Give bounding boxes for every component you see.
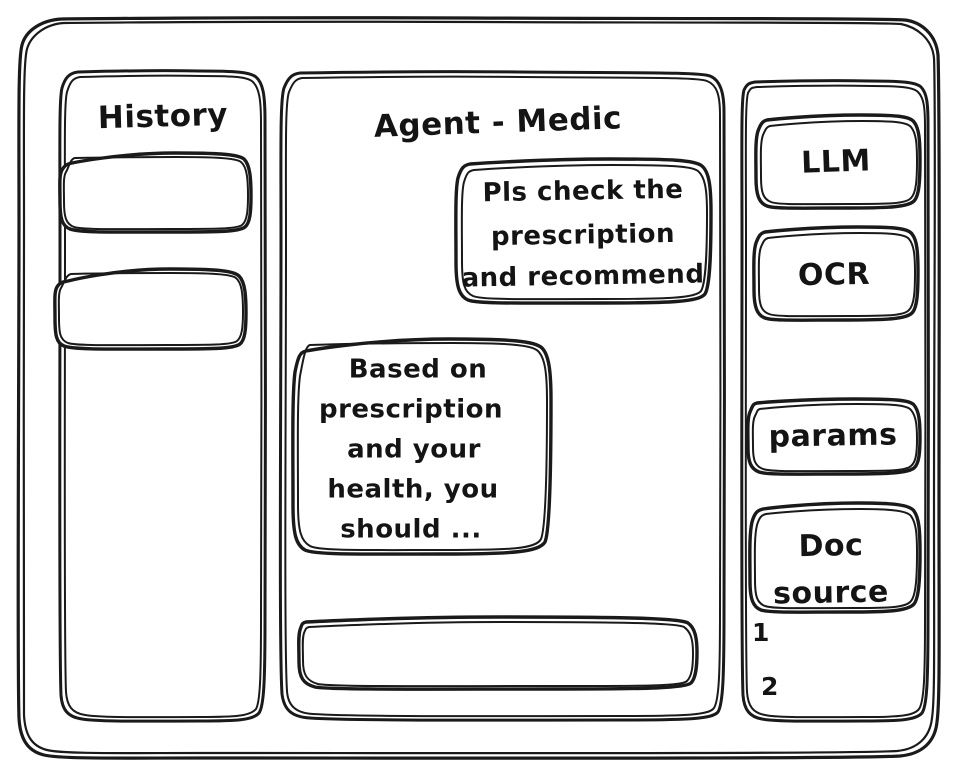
message-bubble-user-line-3: and recommend [461,259,704,293]
tool-card-ocr[interactable]: OCR [752,225,920,322]
doc-source-list: 1 2 [752,618,779,701]
main-panel: Agent - Medic Pls check the prescription… [278,70,726,722]
tool-card-doc-source[interactable]: Doc source [748,501,922,614]
tool-card-llm-label: LLM [801,143,872,180]
message-bubble-user-line-1: Pls check the [482,175,683,209]
tool-card-params[interactable]: params [746,397,922,476]
message-bubble-assistant-line-2: prescription [319,395,503,425]
window-frame [16,16,941,760]
tool-card-doc-source-line-2: source [773,574,889,611]
tool-card-llm[interactable]: LLM [754,113,922,210]
history-title: History [97,97,228,136]
tools-panel: LLM OCR params Doc source 1 2 [740,79,930,723]
tool-card-doc-source-line-1: Doc [798,528,863,564]
composer-input[interactable] [297,615,699,691]
history-item-2[interactable] [53,267,248,351]
message-bubble-assistant: Based on prescription and your health, y… [291,337,553,556]
message-bubble-assistant-line-3: and your [347,435,481,465]
message-bubble-assistant-line-5: should ... [340,515,482,545]
main-panel-title: Agent - Medic [373,100,622,145]
tool-card-ocr-label: OCR [798,257,871,293]
message-bubble-user-line-2: prescription [491,219,676,252]
message-bubble-assistant-line-1: Based on [349,355,488,385]
doc-source-item-2[interactable]: 2 [761,672,779,701]
tool-card-params-label: params [768,417,897,454]
message-bubble-assistant-line-4: health, you [327,475,498,505]
history-item-1[interactable] [58,151,253,234]
history-panel: History [53,69,267,723]
message-bubble-user: Pls check the prescription and recommend [454,157,713,305]
doc-source-item-1[interactable]: 1 [752,618,770,647]
